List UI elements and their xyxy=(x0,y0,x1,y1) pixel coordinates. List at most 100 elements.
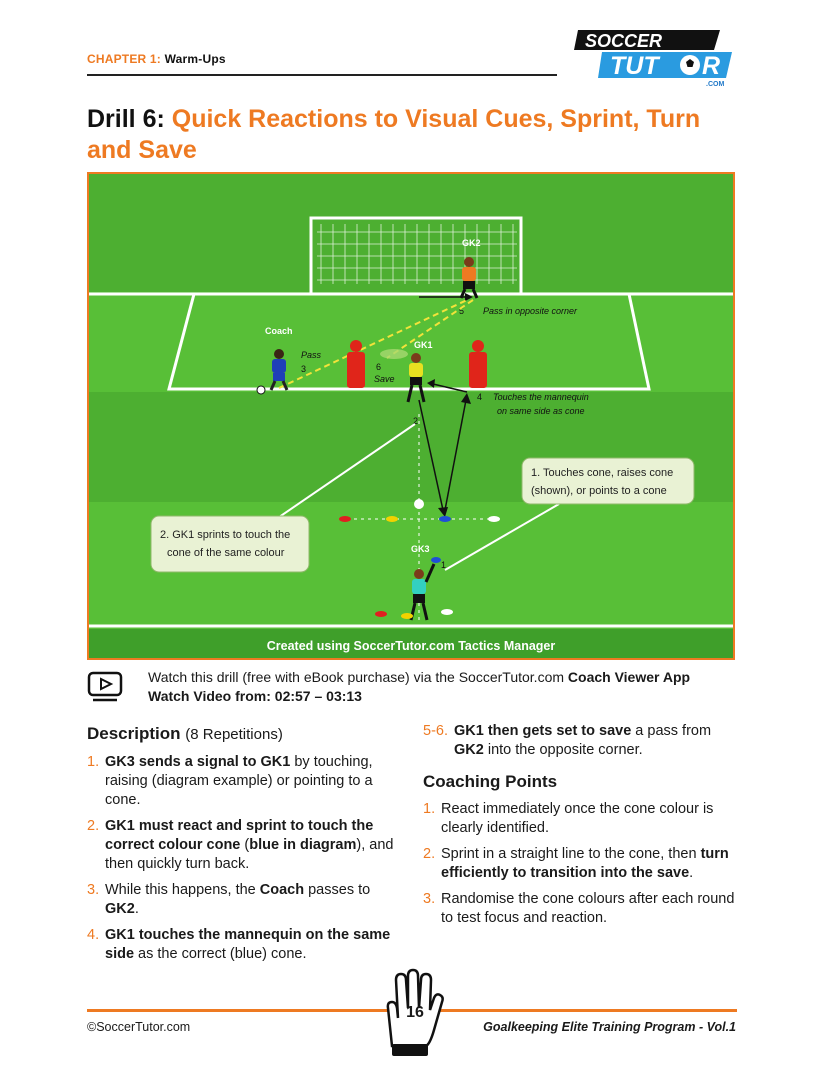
label-gk1: GK1 xyxy=(414,340,433,350)
drill-title: Drill 6: Quick Reactions to Visual Cues,… xyxy=(87,104,747,166)
label-6: 6 xyxy=(376,362,381,372)
item-number: 4. xyxy=(87,927,100,943)
label-save: Save xyxy=(374,374,395,384)
video-text: Watch this drill (free with eBook purcha… xyxy=(148,668,748,706)
callout2-line1: 2. GK1 sprints to touch the xyxy=(160,529,290,541)
item-number: 3. xyxy=(87,882,100,898)
coach-viewer-app-link[interactable]: Coach Viewer App xyxy=(567,669,691,685)
label-pass-opposite: Pass in opposite corner xyxy=(483,306,578,316)
label-pass: Pass xyxy=(301,350,322,360)
chapter-heading: CHAPTER 1: Warm-Ups xyxy=(87,52,226,66)
right-column: 5-6. GK1 then gets set to save a pass fro… xyxy=(423,722,743,935)
coach-player xyxy=(256,349,289,395)
cones-row xyxy=(339,499,500,522)
soccertutor-logo: SOCCER TUT R .COM xyxy=(574,30,732,88)
label-touches-1: Touches the mannequin xyxy=(493,392,589,402)
label-coach: Coach xyxy=(265,326,293,336)
list-item: 2. Sprint in a straight line to the cone,… xyxy=(423,845,743,883)
callout2-line2: cone of the same colour xyxy=(167,547,285,559)
description-list: 1. GK3 sends a signal to GK1 by touching,… xyxy=(87,753,405,964)
drill-number: Drill 6: xyxy=(87,105,165,133)
item-text: Randomise the cone colours after each ro… xyxy=(441,891,735,926)
item-text: While this happens, the xyxy=(105,882,260,898)
drill-title-text: Quick Reactions to Visual Cues, Sprint, … xyxy=(87,105,701,164)
cones-bottom xyxy=(375,609,453,619)
item-bold: GK1 touches the mannequin on the same si… xyxy=(105,927,391,962)
pitch-svg: GK2 5 Pass in opposite corner Coach Pass… xyxy=(89,174,733,658)
item-number: 1. xyxy=(87,754,100,770)
label-3: 3 xyxy=(301,364,306,374)
callout-2: 2. GK1 sprints to touch the cone of the … xyxy=(150,515,310,573)
goal xyxy=(309,216,523,296)
item-bold: GK3 sends a signal to GK1 xyxy=(105,754,291,770)
item-text: a pass from xyxy=(631,723,712,739)
logo-text-tut: TUT xyxy=(610,52,661,80)
header-rule xyxy=(87,74,557,76)
chapter-label: CHAPTER 1: xyxy=(87,52,162,66)
coaching-heading: Coaching Points xyxy=(423,772,558,791)
video-play-icon[interactable] xyxy=(87,670,123,704)
item-text: as the correct (blue) cone. xyxy=(134,946,307,962)
label-gk2: GK2 xyxy=(462,238,481,248)
label-5: 5 xyxy=(459,306,464,316)
mannequin-left xyxy=(347,340,365,388)
logo-text-r: R xyxy=(702,52,720,80)
item-bold: GK2 xyxy=(454,742,484,758)
item-text: ), and then quickly turn back. xyxy=(105,837,394,872)
item-bold: Coach xyxy=(259,882,305,898)
list-item: 3. While this happens, the Coach passes t… xyxy=(87,881,405,919)
label-4: 4 xyxy=(477,392,482,402)
item-number: 2. xyxy=(423,846,436,862)
item-number: 1. xyxy=(423,801,436,817)
item-text: React immediately once the cone colour i… xyxy=(441,801,714,836)
list-item: 1. React immediately once the cone colour… xyxy=(423,800,743,838)
description-title: Description xyxy=(87,724,181,743)
chapter-name: Warm-Ups xyxy=(164,52,226,66)
item-bold: blue in diagram xyxy=(249,837,357,853)
description-reps: (8 Repetitions) xyxy=(185,726,283,743)
continuation-list: 5-6. GK1 then gets set to save a pass fro… xyxy=(423,722,743,760)
drill-diagram: GK2 5 Pass in opposite corner Coach Pass… xyxy=(87,172,735,660)
logo-text-soccer: SOCCER xyxy=(585,31,662,51)
list-item: 4. GK1 touches the mannequin on the same … xyxy=(87,926,405,964)
item-text: passes to xyxy=(304,882,371,898)
item-text: into the opposite corner. xyxy=(483,742,643,758)
gk2-player xyxy=(459,257,479,299)
callout1-line1: 1. Touches cone, raises cone xyxy=(531,467,673,479)
list-item: 1. GK3 sends a signal to GK1 by touching,… xyxy=(87,753,405,810)
item-bold: turn efficiently to transition into the … xyxy=(441,846,729,881)
label-gk3: GK3 xyxy=(411,544,430,554)
item-text: ( xyxy=(240,837,250,853)
list-item: 3. Randomise the cone colours after each … xyxy=(423,890,743,928)
callout1-line2: (shown), or points to a cone xyxy=(531,485,667,497)
item-bold: GK1 then gets set to save xyxy=(454,723,632,739)
item-bold: GK2 xyxy=(105,901,135,917)
footer-book-title: Goalkeeping Elite Training Program - Vol… xyxy=(483,1020,736,1034)
description-section: Description (8 Repetitions) 1. GK3 sends … xyxy=(87,722,405,971)
video-line1a: Watch this drill (free with eBook purcha… xyxy=(148,669,568,685)
item-text: Sprint in a straight line to the cone, t… xyxy=(441,846,701,862)
label-2: 2 xyxy=(413,416,418,426)
gk1-player xyxy=(380,349,426,403)
list-item: 5-6. GK1 then gets set to save a pass fro… xyxy=(423,722,743,760)
description-heading: Description (8 Repetitions) xyxy=(87,722,405,747)
item-bold: GK1 must react and sprint to touch the c… xyxy=(105,818,374,853)
item-number: 5-6. xyxy=(423,723,448,739)
item-text: . xyxy=(689,865,694,881)
video-timestamp: Watch Video from: 02:57 – 03:13 xyxy=(148,688,362,704)
diagram-credit: Created using SoccerTutor.com Tactics Ma… xyxy=(267,639,556,653)
item-number: 3. xyxy=(423,891,436,907)
goalkeeper-glove-icon xyxy=(386,968,444,1056)
item-text: by touching, raising (diagram example) o… xyxy=(105,754,373,808)
item-number: 2. xyxy=(87,818,100,834)
footer-copyright: ©SoccerTutor.com xyxy=(87,1020,191,1034)
callout-1: 1. Touches cone, raises cone (shown), or… xyxy=(521,457,695,505)
coaching-list: 1. React immediately once the cone colour… xyxy=(423,800,743,928)
item-text: . xyxy=(134,901,139,917)
mannequin-right xyxy=(469,340,487,388)
label-1: 1 xyxy=(441,560,446,570)
logo-text-com: .COM xyxy=(706,81,724,88)
label-touches-2: on same side as cone xyxy=(497,406,585,416)
list-item: 2. GK1 must react and sprint to touch the… xyxy=(87,817,405,874)
page-number: 16 xyxy=(406,1004,424,1021)
